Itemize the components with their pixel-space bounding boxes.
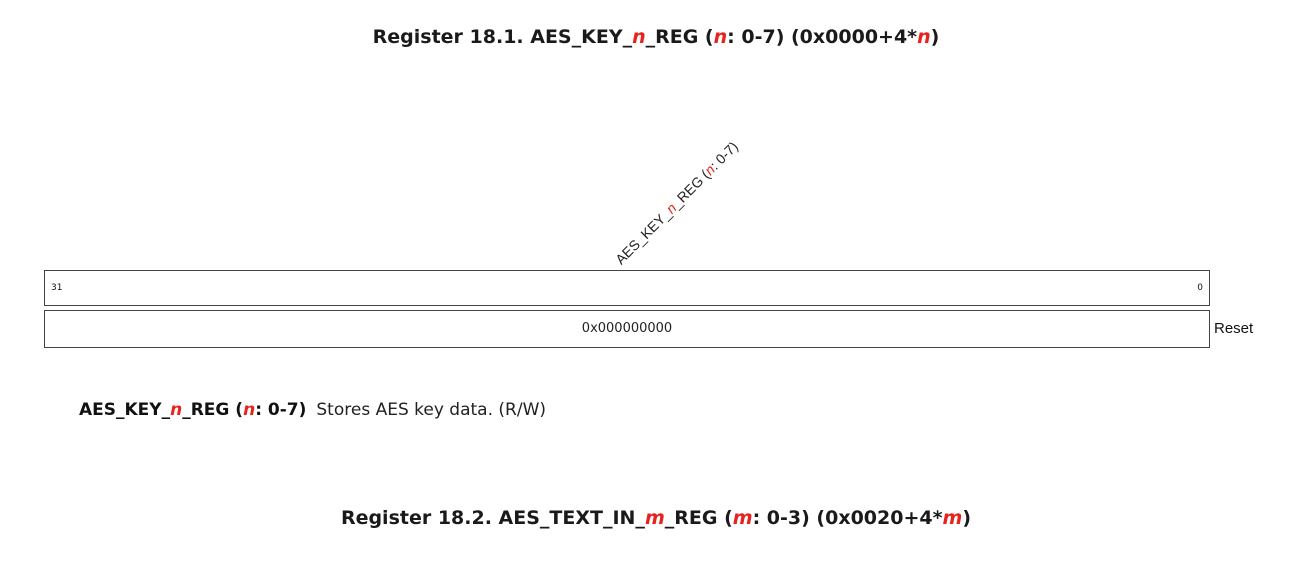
- title-variable: m: [732, 507, 753, 529]
- field-description: AES_KEY_n_REG (n: 0-7)Stores AES key dat…: [79, 400, 546, 420]
- title-text: : 0-7) (0x0000+4*: [727, 26, 918, 48]
- desc-name-variable: n: [170, 400, 183, 420]
- title-text: Register 18.1. AES_KEY_: [372, 26, 633, 48]
- title-text: ): [930, 26, 940, 48]
- title-text: ): [962, 507, 972, 529]
- bit-low-label: 0: [1197, 283, 1203, 293]
- title-variable: m: [942, 507, 963, 529]
- register-title: Register 18.1. AES_KEY_n_REG (n: 0-7) (0…: [0, 26, 1312, 48]
- title-variable: n: [713, 26, 728, 48]
- reset-value: 0x000000000: [581, 321, 673, 336]
- title-text: _REG (: [664, 507, 733, 529]
- bit-range-row: 31 0: [44, 270, 1210, 306]
- desc-name-text: _REG (: [182, 400, 244, 420]
- title-text: Register 18.2. AES_TEXT_IN_: [340, 507, 645, 529]
- title-text: _REG (: [645, 26, 714, 48]
- description-text: Stores AES key data. (R/W): [316, 400, 547, 420]
- desc-name-variable: n: [243, 400, 256, 420]
- desc-name-text: AES_KEY_: [79, 400, 171, 420]
- field-label-text: : 0-7): [706, 138, 742, 173]
- register-title: Register 18.2. AES_TEXT_IN_m_REG (m: 0-3…: [0, 507, 1312, 529]
- field-label-text: _REG (: [668, 166, 713, 212]
- title-variable: n: [917, 26, 931, 48]
- desc-name-text: : 0-7): [255, 400, 307, 420]
- bit-high-label: 31: [51, 283, 63, 293]
- title-variable: m: [644, 507, 665, 529]
- title-variable: n: [632, 26, 646, 48]
- description-field-name: AES_KEY_n_REG (n: 0-7): [79, 400, 306, 420]
- reset-label: Reset: [1214, 320, 1254, 337]
- title-text: : 0-3) (0x0020+4*: [752, 507, 943, 529]
- field-label-text: AES_KEY_: [612, 205, 674, 268]
- reset-value-row: 0x000000000: [44, 310, 1210, 348]
